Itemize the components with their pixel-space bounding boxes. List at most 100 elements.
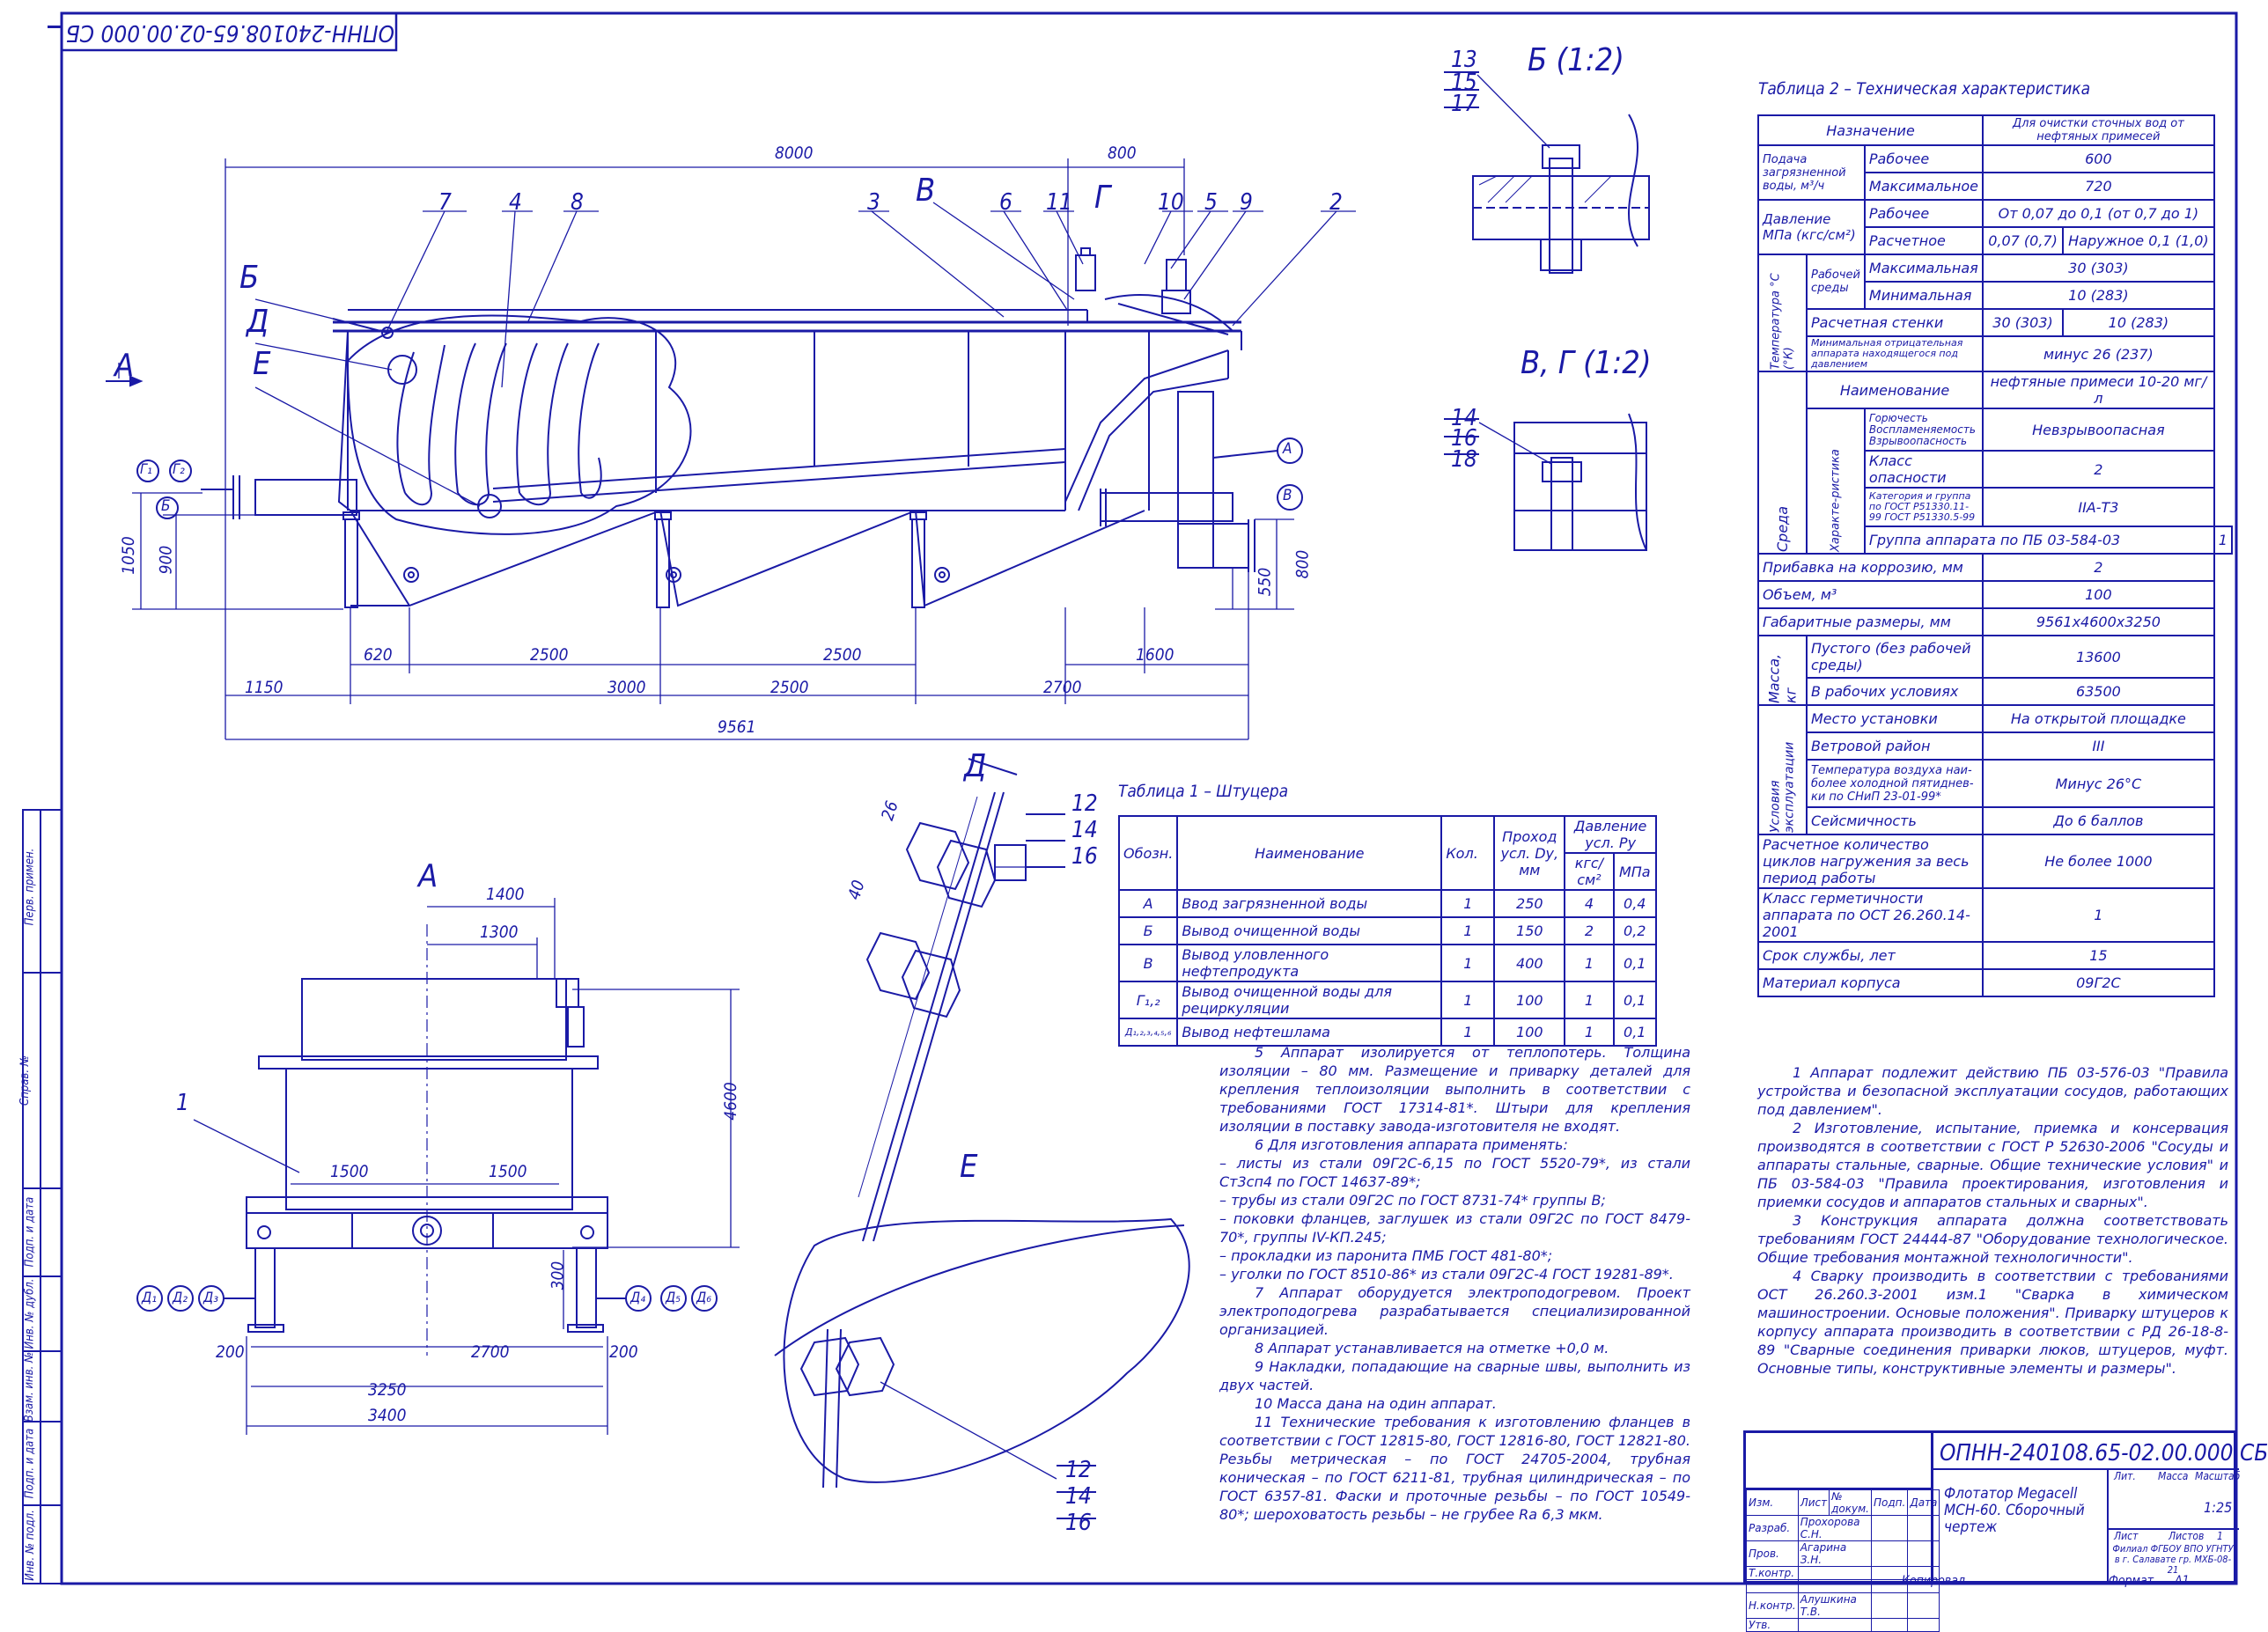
t1-cell: 0,2 [1612,916,1658,945]
detail-b-15: 15 [1451,70,1477,96]
front-dim-1400: 1400 [486,885,525,904]
t2-cell: 1 [2213,526,2234,555]
t2-cell: Расчетное количество циклов нагружения з… [1757,834,1984,889]
detail-e-16: 16 [1065,1510,1092,1536]
stamp-h: Подп. [1870,1489,1909,1516]
t2-cell: 9561х4600х3250 [1982,607,2215,636]
dim-2500-a: 2500 [530,645,569,665]
detail-vg-14: 14 [1451,405,1477,431]
t2-cell: Температура °С (°К) [1758,254,1807,371]
t2-cell: 10 (283) [1982,281,2215,310]
t2-cell: Рабочее [1863,199,1984,228]
note-3: 3 Конструкция аппарата должна соответств… [1757,1212,2228,1266]
dim-3000: 3000 [608,678,646,697]
callout-3: 3 [867,189,880,216]
table-row: Д₁,₂,₃,₄,₅,₆ Вывод нефтешлама 1 100 1 0,… [1117,1018,1658,1047]
t1-cell: Д₁,₂,₃,₄,₅,₆ [1117,1018,1179,1047]
callout-9: 9 [1240,189,1253,216]
note-1: 1 Аппарат подлежит действию ПБ 03-576-03… [1757,1064,2228,1118]
stamp-title: Флотатор Megacell МСН-60. Сборочный черт… [1944,1485,2085,1536]
t1-cell: Г₁,₂ [1117,981,1179,1019]
view-label-e: Е [960,1149,978,1185]
t2-cell: Расчетная стенки [1806,308,1984,337]
callout-v: В [916,173,936,209]
stamp-role: Утв. [1746,1618,1799,1632]
stamp-person: Алушкина Т.В. [1797,1592,1872,1619]
dim-900: 900 [156,545,176,575]
front-dim-2700: 2700 [471,1342,510,1362]
stamp-h: Изм. [1746,1489,1799,1516]
drain-d5: Д₅ [666,1289,681,1305]
stamp-scale: Масштаб [2195,1470,2241,1482]
view-label-d: Д [964,748,987,784]
t2-cell: Пустого (без рабочей среды) [1806,635,1984,679]
stamp-sheet: Лист [2114,1530,2139,1542]
detail-b-13: 13 [1451,47,1477,73]
note-6: 6 Для изготовления аппарата применять: [1255,1136,1568,1153]
front-dim-1300: 1300 [480,923,519,942]
dim-9561: 9561 [718,717,756,737]
t2-cell: Срок службы, лет [1757,941,1984,970]
t2-cell: Не более 1000 [1982,834,2215,889]
t2-cell: минус 26 (237) [1982,335,2215,372]
t1-cell: А [1117,889,1179,918]
view-label-a: А [418,858,438,894]
t1-cell: Вывод нефтешлама [1176,1018,1443,1047]
t2-cell: 2 [1982,553,2215,582]
detail-d-12: 12 [1071,790,1098,817]
front-dim-1500-b: 1500 [489,1162,527,1181]
detail-e-14: 14 [1065,1483,1092,1510]
front-dim-3400: 3400 [368,1406,407,1425]
t2-cell: Условия эксплуатации [1758,705,1807,834]
t1-cell: 100 [1493,981,1566,1019]
t1-h-kgs: кгс/см² [1564,852,1615,891]
note-6-5: – уголки по ГОСТ 8510-86* из стали 09Г2С… [1219,1266,1674,1283]
t2-cell: Место установки [1806,704,1984,733]
notes-right: 1 Аппарат подлежит действию ПБ 03-576-03… [1757,1063,2228,1378]
t2-cell: III [1982,731,2215,761]
stamp-h: № докум. [1829,1489,1872,1516]
stamp-org: Филиал ФГБОУ ВПО УГНТУ в г. Салавате гр.… [2112,1543,2234,1576]
t2-cell: 13600 [1982,635,2215,679]
t2-cell: Ветровой район [1806,731,1984,761]
dim-8000: 8000 [775,143,814,163]
t1-cell: 1 [1440,981,1496,1019]
t2-cell: Объем, м³ [1757,580,1984,609]
callout-6: 6 [999,189,1012,216]
t2-cell: 15 [1982,941,2215,970]
dim-1600: 1600 [1136,645,1174,665]
t2-cell: Габаритные размеры, мм [1757,607,1984,636]
t2-cell: Максимальная [1863,254,1984,283]
t1-h-qty: Кол. [1440,815,1496,891]
t2-cell: 100 [1982,580,2215,609]
dim-1150: 1150 [245,678,284,697]
drain-d1: Д₁ [142,1289,158,1305]
stamp-format-value: A1 [2175,1574,2190,1588]
detail-vg-16: 16 [1451,425,1477,452]
callout-5: 5 [1204,189,1218,216]
t1-cell: 1 [1440,889,1496,918]
note-9: 9 Накладки, попадающие на сварные швы, в… [1219,1358,1690,1393]
t1-cell: 0,1 [1612,981,1658,1019]
nozzle-a: А [1283,440,1292,458]
front-callout-1: 1 [176,1090,189,1116]
note-11: 11 Технические требования к изготовлению… [1219,1414,1690,1523]
stamp-format: Формат [2109,1574,2154,1588]
nozzle-g1: Г₁ [140,460,152,477]
callout-7: 7 [438,189,452,216]
t2-cell: IIA-Т3 [1982,487,2215,527]
drain-d2: Д₂ [173,1289,188,1305]
t2-cell: Характе-ристика [1807,408,1865,554]
note-2: 2 Изготовление, испытание, приемка и кон… [1757,1120,2228,1210]
nozzle-v: В [1283,487,1292,504]
t2-cell: 30 (303) [1981,308,2065,337]
t1-cell: 1 [1564,1018,1615,1047]
t1-cell: Вывод очищенной воды [1176,916,1443,945]
detail-vg-18: 18 [1451,446,1477,473]
callout-10: 10 [1158,189,1184,216]
strip-label: Взам. инв. № [23,1351,37,1422]
t2-cell: 2 [1982,450,2215,489]
stamp-role: Н.контр. [1746,1592,1799,1619]
